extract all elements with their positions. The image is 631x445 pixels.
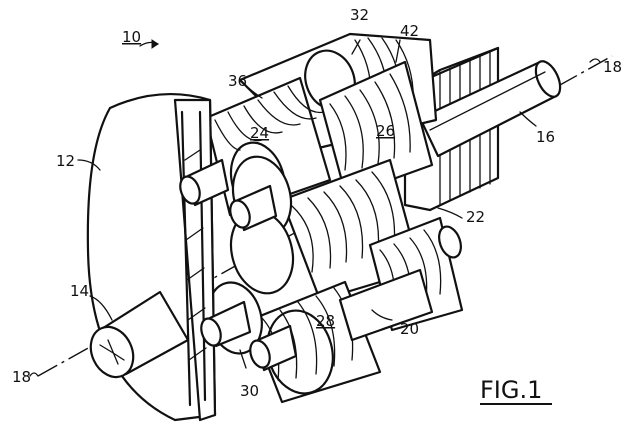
label-shaft-14: 14	[70, 282, 89, 300]
bottom-rotor-shaft	[338, 268, 434, 342]
label-shaft-16: 16	[536, 128, 555, 146]
label-assembly-10: 10	[122, 28, 141, 46]
label-gear-32: 32	[350, 6, 369, 24]
label-axis-18-front: 18	[12, 368, 31, 386]
stub-shafts	[179, 158, 298, 372]
label-shaft-20: 20	[400, 320, 419, 338]
label-gear-30: 30	[240, 382, 259, 400]
label-plate-22: 22	[466, 208, 485, 226]
label-rotor-28: 28	[316, 312, 335, 330]
label-rotor-26: 26	[376, 122, 395, 140]
label-gear-42: 42	[400, 22, 419, 40]
label-gear-36: 36	[228, 72, 247, 90]
label-rotor-24: 24	[250, 124, 269, 142]
front-shaft	[89, 290, 190, 379]
label-housing-12: 12	[56, 152, 75, 170]
figure-title: FIG.1	[480, 376, 542, 404]
rotor-top-right	[318, 60, 434, 198]
label-axis-18-rear: 18	[603, 58, 622, 76]
leader-lines	[29, 39, 601, 377]
rear-shaft	[418, 60, 562, 158]
